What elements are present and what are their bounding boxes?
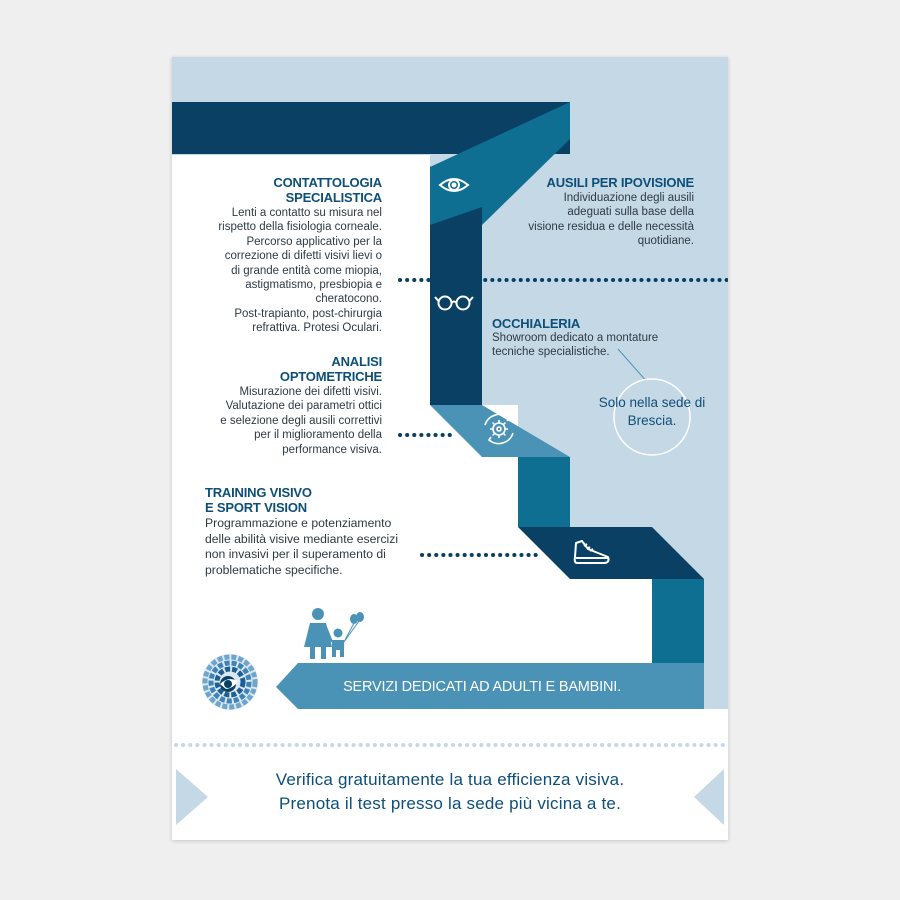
infographic-poster: CONTATTOLOGIA SPECIALISTICA Lenti a cont… [172,57,728,840]
vertical-column [430,225,482,405]
family-balloons-icon [304,608,364,659]
ausili-title: AUSILI PER IPOVISIONE [502,175,695,190]
white-left-area [172,155,430,709]
body-line: e selezione degli ausili correttivi [220,414,382,427]
analisi-body: Misurazione dei difetti visivi. Valutazi… [172,385,382,457]
body-line: visione residua e delle necessità [528,220,694,233]
body-line: rispetto della fisiologia corneale. [218,221,382,234]
title-line: AUSILI PER IPOVISIONE [546,175,695,190]
iris-logo-icon [202,654,258,710]
footer-line: Prenota il test presso la sede più vicin… [278,794,622,813]
column-top-fold [430,207,482,225]
callout-pointer [617,348,649,384]
body-line: Lenti a contatto su misura nel [231,207,382,219]
body-line: Valutazione dei parametri ottici [225,400,382,413]
title-line: ANALISI [331,354,382,369]
body-line: adeguati sulla base della [567,206,694,219]
training-step [518,527,704,579]
body-line: Individuazione degli ausili [563,192,694,204]
body-line: cheratocono. [315,293,383,306]
callout-line: Solo nella sede di [598,395,706,410]
body-line: problematiche specifiche. [205,562,343,577]
footer-text: Verifica gratuitamente la tua efficienza… [212,768,688,816]
body-line: Post-trapianto, post-chirurgia [234,307,382,320]
body-line: correzione di difetti visivi lievi o [224,250,382,263]
body-line: non invasivi per il superamento di [205,547,386,562]
occhialeria-title: OCCHIALERIA [492,316,712,331]
body-line: tecniche specialistiche. [492,346,610,359]
body-line: delle abilità visive mediante esercizi [205,531,399,546]
body-line: di grande entità come miopia, [231,264,382,277]
body-line: Percorso applicativo per la [246,235,382,248]
banner-text: SERVIZI DEDICATI AD ADULTI E BAMBINI. [343,679,621,695]
body-line: Showroom dedicato a montature [492,332,659,344]
footer-line: Verifica gratuitamente la tua efficienza… [275,770,625,789]
callout-circle [613,378,691,456]
title-line: OCCHIALERIA [492,316,581,331]
body-line: performance visiva. [282,443,382,456]
callout-text: Solo nella sede di Brescia. [572,394,728,430]
title-line: OPTOMETRICHE [279,369,382,384]
contattologia-title: CONTATTOLOGIA SPECIALISTICA [172,175,382,205]
body-line: refrattiva. Protesi Oculari. [252,322,382,335]
footer-arrow-right [694,769,724,825]
title-line: E SPORT VISION [205,500,307,515]
staircase-graphic [172,57,728,840]
title-line: SPECIALISTICA [285,190,383,205]
banner-arrow [276,663,704,709]
body-line: per il miglioramento della [254,429,382,442]
training-title: TRAINING VISIVO E SPORT VISION [205,485,425,515]
callout-line: Brescia. [627,413,677,428]
title-line: TRAINING VISIVO [205,485,312,500]
gear-cycle-icon [484,413,514,445]
ausili-body: Individuazione degli ausili adeguati sul… [502,191,694,249]
title-line: CONTATTOLOGIA [273,175,382,190]
body-line: astigmatismo, presbiopia e [245,279,382,292]
body-line: quotidiane. [637,235,694,248]
footer-band [172,769,728,840]
teal-column [518,457,570,527]
footer-arrow-left [176,769,208,825]
white-step-area [430,405,652,709]
analisi-title: ANALISI OPTOMETRICHE [172,354,382,384]
body-line: Misurazione dei difetti visivi. [239,386,382,398]
sneaker-icon [573,540,610,564]
glasses-icon [434,295,474,311]
contattologia-body: Lenti a contatto su misura nel rispetto … [172,206,382,336]
eye-icon [438,178,470,192]
occhialeria-body: Showroom dedicato a montature tecniche s… [492,331,712,360]
body-line: Programmazione e potenziamento [205,516,392,530]
training-body: Programmazione e potenziamento delle abi… [205,516,430,578]
